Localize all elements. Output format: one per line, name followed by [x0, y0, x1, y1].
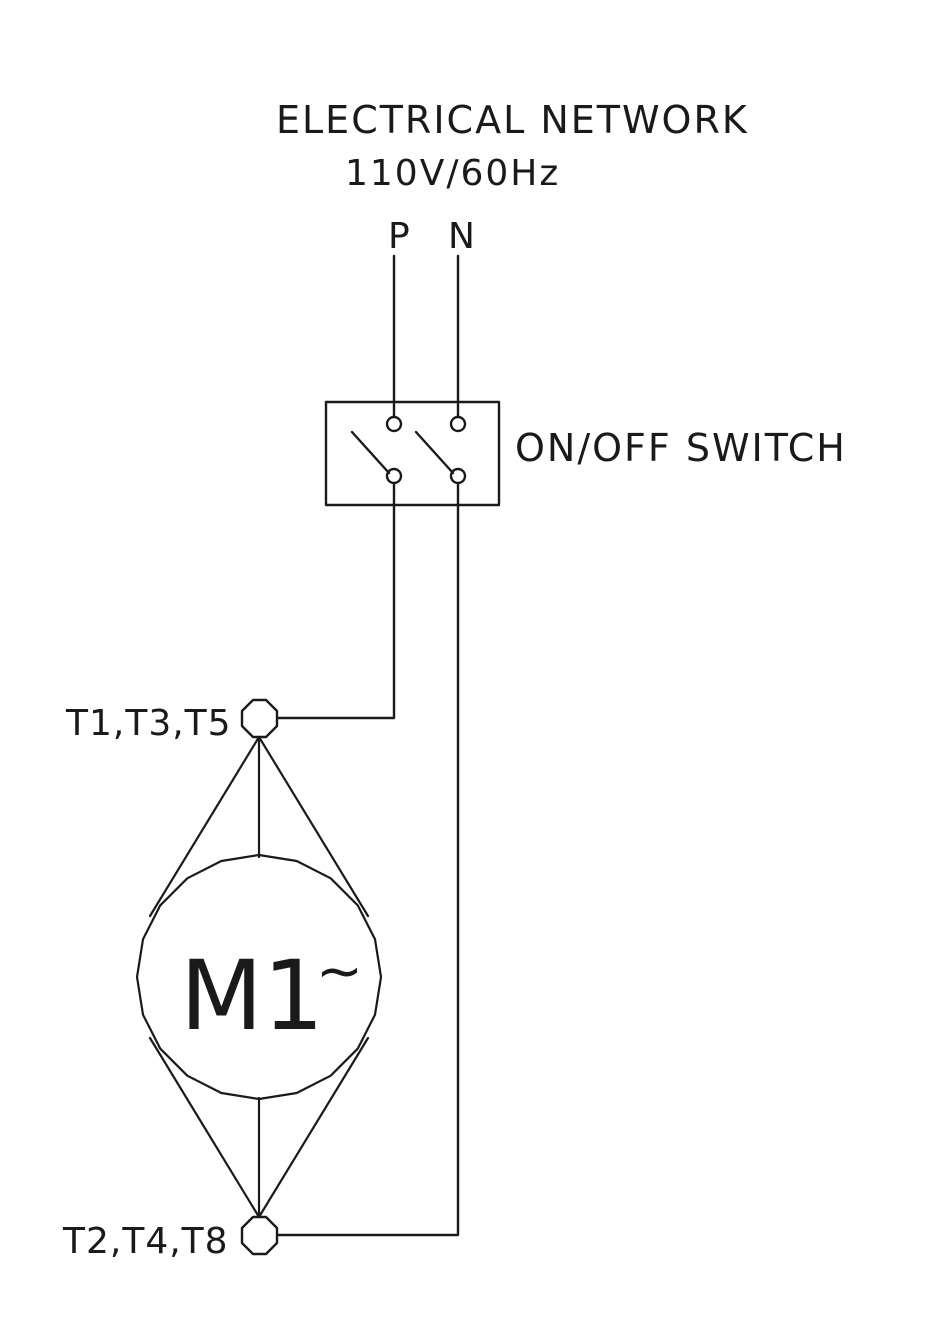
phase-wire-out	[278, 483, 394, 718]
network-voltage: 110V/60Hz	[345, 153, 560, 194]
terminal-top	[242, 700, 277, 737]
terminal-bottom-label: T2,T4,T8	[62, 1221, 229, 1262]
motor-lead-top-left	[150, 737, 259, 916]
terminal-bottom	[242, 1217, 277, 1254]
switch-blade-p	[352, 432, 389, 473]
switch-contact-p-top	[387, 417, 401, 431]
motor-lead-top-right	[259, 737, 368, 916]
motor-lead-bottom-right	[259, 1038, 368, 1217]
motor-label: M1	[180, 940, 324, 1052]
switch-contact-n-bottom	[451, 469, 465, 483]
neutral-label: N	[448, 216, 475, 257]
terminal-top-label: T1,T3,T5	[65, 703, 232, 744]
network-title: ELECTRICAL NETWORK	[276, 98, 749, 142]
switch-contact-p-bottom	[387, 469, 401, 483]
switch-contact-n-top	[451, 417, 465, 431]
switch-label: ON/OFF SWITCH	[515, 426, 847, 470]
switch-blade-n	[416, 432, 453, 473]
switch-box	[326, 402, 499, 505]
ac-symbol: ~	[316, 939, 363, 1004]
phase-label: P	[388, 216, 410, 257]
motor-lead-bottom-left	[150, 1038, 259, 1217]
neutral-wire-out	[278, 483, 458, 1235]
